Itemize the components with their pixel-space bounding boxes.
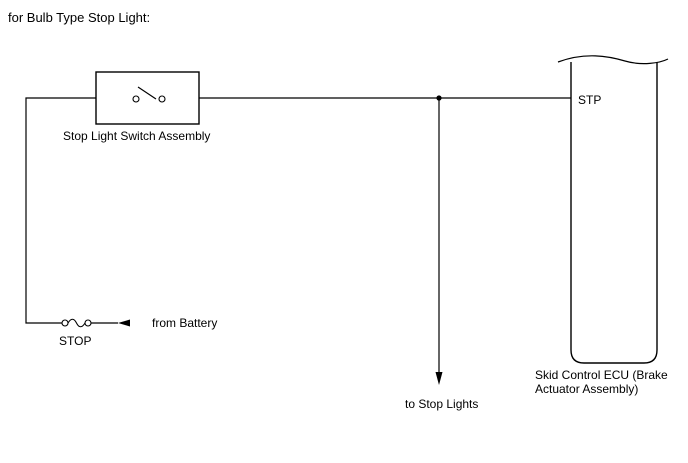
- fuse-element: [67, 318, 86, 328]
- ecu-break-line: [557, 55, 669, 65]
- switch-label: Stop Light Switch Assembly: [63, 129, 211, 143]
- fuse-label: STOP: [59, 334, 92, 348]
- skid-control-ecu: [557, 55, 669, 364]
- switch-blade: [137, 86, 157, 100]
- wire-group: [25, 97, 571, 372]
- ecu-label-line2: Actuator Assembly): [535, 382, 639, 396]
- ecu-label-line1: Skid Control ECU (Brake: [535, 368, 668, 382]
- stop-fuse: [61, 318, 92, 328]
- stop-lights-arrow: [435, 372, 443, 385]
- stop-light-switch: [95, 71, 200, 125]
- wire-left-loop: [25, 97, 96, 324]
- switch-contact-left: [132, 95, 140, 103]
- ecu-body: [570, 62, 658, 364]
- diagram-title: for Bulb Type Stop Light:: [8, 10, 151, 25]
- output-label: to Stop Lights: [405, 397, 479, 411]
- switch-contact-right: [158, 95, 166, 103]
- fuse-terminal-right: [84, 319, 92, 327]
- switch-housing: [95, 71, 200, 125]
- battery-arrow: [118, 319, 130, 327]
- fuse-terminal-left: [61, 319, 69, 327]
- ecu-terminal-label: STP: [578, 93, 602, 107]
- source-label: from Battery: [152, 316, 218, 330]
- junction-dot: [436, 95, 442, 101]
